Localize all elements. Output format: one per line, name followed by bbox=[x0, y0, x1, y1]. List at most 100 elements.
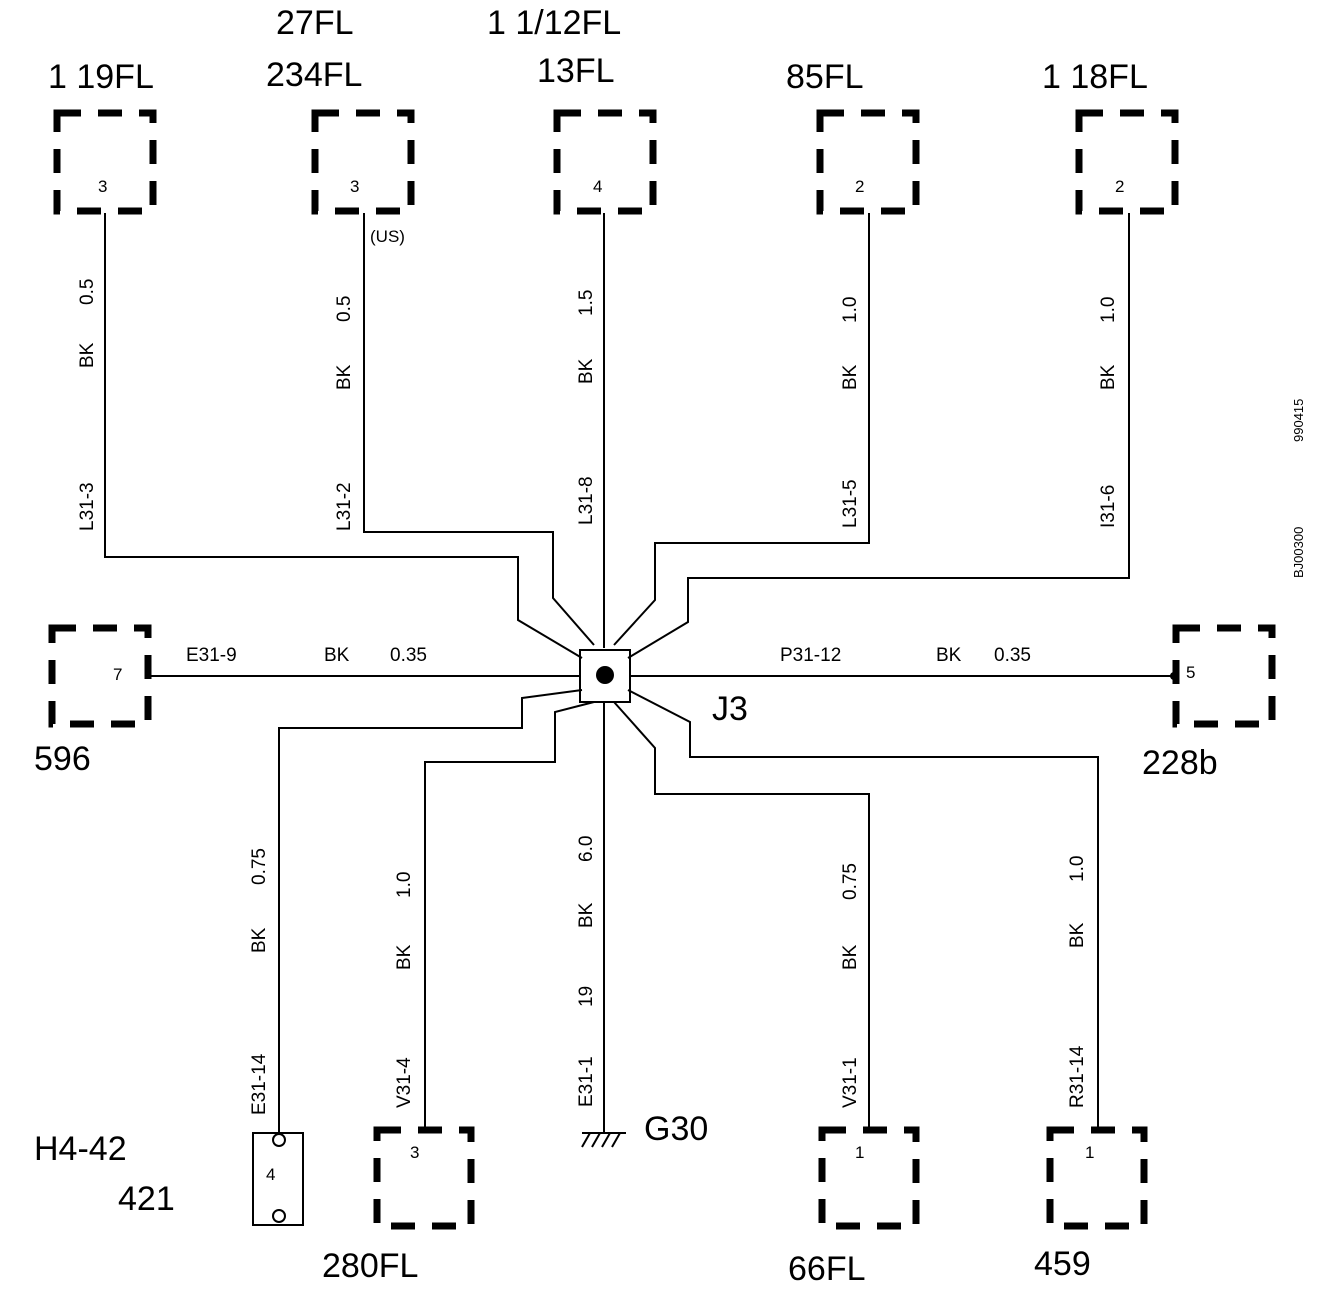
ground-label: G30 bbox=[644, 1110, 708, 1148]
wire-size: 0.5 bbox=[334, 296, 355, 322]
wire-size: 0.35 bbox=[994, 645, 1031, 666]
connector-label: 228b bbox=[1142, 744, 1218, 782]
wire-size: 0.35 bbox=[390, 645, 427, 666]
wire-color: BK bbox=[840, 364, 861, 390]
wire-circuit: L31-2 bbox=[334, 482, 355, 531]
wire-size: 6.0 bbox=[576, 836, 597, 862]
connector-pin: 4 bbox=[593, 177, 602, 196]
connector-pin: 3 bbox=[350, 177, 359, 196]
wire-size: 1.5 bbox=[576, 290, 597, 316]
wire-circuit: V31-1 bbox=[840, 1057, 861, 1108]
wire-l31-3 bbox=[104, 213, 583, 659]
wire-e31-14 bbox=[278, 689, 583, 1133]
connector-label: 13FL bbox=[537, 52, 615, 90]
splice-label: J3 bbox=[712, 690, 748, 728]
wire-color: BK bbox=[576, 358, 597, 384]
wire-color: BK bbox=[394, 944, 415, 970]
connector-note: (US) bbox=[370, 227, 405, 246]
connector-label: 1 19FL bbox=[48, 58, 154, 96]
wire-size: 1.0 bbox=[1098, 297, 1119, 323]
connector-pin: 5 bbox=[1186, 663, 1195, 682]
wire-color: BK bbox=[324, 645, 350, 666]
wire-color: BK bbox=[840, 944, 861, 970]
wire-circuit: E31-9 bbox=[186, 645, 237, 666]
connector-box bbox=[1075, 109, 1179, 215]
wire-circuit: L31-8 bbox=[576, 476, 597, 525]
wire-color: BK bbox=[1067, 922, 1088, 948]
connector-box bbox=[373, 1126, 475, 1230]
splice-dot bbox=[596, 666, 614, 684]
terminal-icon bbox=[272, 1209, 286, 1223]
ground-hatch bbox=[601, 1132, 611, 1148]
reference-codes: 990415 BJ00300 bbox=[1291, 399, 1306, 578]
wire-i31-6 bbox=[627, 213, 1130, 659]
wires bbox=[104, 213, 1178, 1133]
wire-v31-4 bbox=[424, 701, 595, 1130]
wire-size: 0.75 bbox=[840, 863, 861, 900]
connector-label: 234FL bbox=[266, 56, 362, 94]
connector-pin: 2 bbox=[855, 177, 864, 196]
connector-label: 66FL bbox=[788, 1250, 866, 1288]
connector-box bbox=[818, 1126, 920, 1230]
connector-pin: 4 bbox=[266, 1165, 275, 1184]
wire-size: 1.0 bbox=[394, 872, 415, 898]
connector-pin: 1 bbox=[1085, 1143, 1094, 1162]
wire-circuit: I31-6 bbox=[1098, 485, 1119, 528]
wire-size: 0.5 bbox=[77, 279, 98, 305]
bottom-connector-280fl: 3 280FL bbox=[322, 1126, 475, 1285]
wire-color: BK bbox=[334, 364, 355, 390]
connector-label: 280FL bbox=[322, 1247, 418, 1285]
wire-color: BK bbox=[249, 927, 270, 953]
reference-code: 990415 bbox=[1291, 399, 1306, 442]
side-connector-228b: 5 228b P31-12 BK 0.35 bbox=[780, 624, 1276, 782]
wire-size: 0.75 bbox=[249, 848, 270, 885]
connector-box bbox=[816, 109, 920, 215]
top-connector-4: 85FL 2 bbox=[786, 58, 920, 215]
connector-pin: 3 bbox=[98, 177, 107, 196]
connector-box bbox=[252, 1132, 304, 1226]
connector-pin: 1 bbox=[855, 1143, 864, 1162]
wire-number: 19 bbox=[576, 986, 597, 1007]
connector-label: 596 bbox=[34, 740, 91, 778]
wire-color: BK bbox=[77, 342, 98, 368]
bottom-connector-66fl: 1 66FL bbox=[788, 1126, 920, 1288]
connector-box bbox=[1046, 1126, 1148, 1230]
ground-hatch bbox=[611, 1132, 621, 1148]
wire-circuit: P31-12 bbox=[780, 645, 841, 666]
wire-color: BK bbox=[576, 902, 597, 928]
connector-label: 85FL bbox=[786, 58, 864, 96]
ground-hatch bbox=[581, 1132, 591, 1148]
connector-label: 1 1/12FL bbox=[487, 4, 621, 42]
top-connector-5: 1 18FL 2 bbox=[1042, 58, 1179, 215]
splice-box bbox=[579, 649, 631, 703]
wire-l31-2 bbox=[363, 213, 595, 646]
reference-code: BJ00300 bbox=[1291, 527, 1306, 578]
wire-r31-14 bbox=[627, 689, 1099, 1130]
ground-g30: G30 bbox=[581, 1110, 708, 1148]
connector-label: 27FL bbox=[276, 4, 354, 42]
connector-label: 421 bbox=[118, 1180, 175, 1218]
connector-pin: 7 bbox=[113, 665, 122, 684]
wire-circuit: L31-3 bbox=[77, 482, 98, 531]
connector-label: 459 bbox=[1034, 1245, 1091, 1283]
connector-box bbox=[1172, 624, 1276, 728]
wire-color: BK bbox=[1098, 364, 1119, 390]
wire-size: 1.0 bbox=[1067, 856, 1088, 882]
wire-circuit: E31-1 bbox=[576, 1056, 597, 1107]
connector-box bbox=[48, 624, 152, 728]
side-connector-596: 7 596 E31-9 BK 0.35 bbox=[34, 624, 427, 778]
connector-box bbox=[553, 109, 657, 215]
wire-color: BK bbox=[936, 645, 962, 666]
connector-box bbox=[53, 109, 157, 215]
connector-pin: 2 bbox=[1115, 177, 1124, 196]
bottom-connector-h4-42: 4 H4-42 421 bbox=[34, 1130, 304, 1226]
bottom-connector-459: 1 459 bbox=[1034, 1126, 1148, 1283]
wire-size: 1.0 bbox=[840, 297, 861, 323]
bottom-wire-labels: 0.75 BK E31-14 1.0 BK V31-4 6.0 BK 19 E3… bbox=[249, 836, 1088, 1115]
terminal-icon bbox=[272, 1133, 286, 1147]
top-connector-2: 27FL 234FL 3 (US) bbox=[266, 4, 415, 246]
wire-circuit: L31-5 bbox=[840, 479, 861, 528]
top-connector-1: 1 19FL 3 bbox=[48, 58, 157, 215]
connector-pin: 3 bbox=[410, 1143, 419, 1162]
